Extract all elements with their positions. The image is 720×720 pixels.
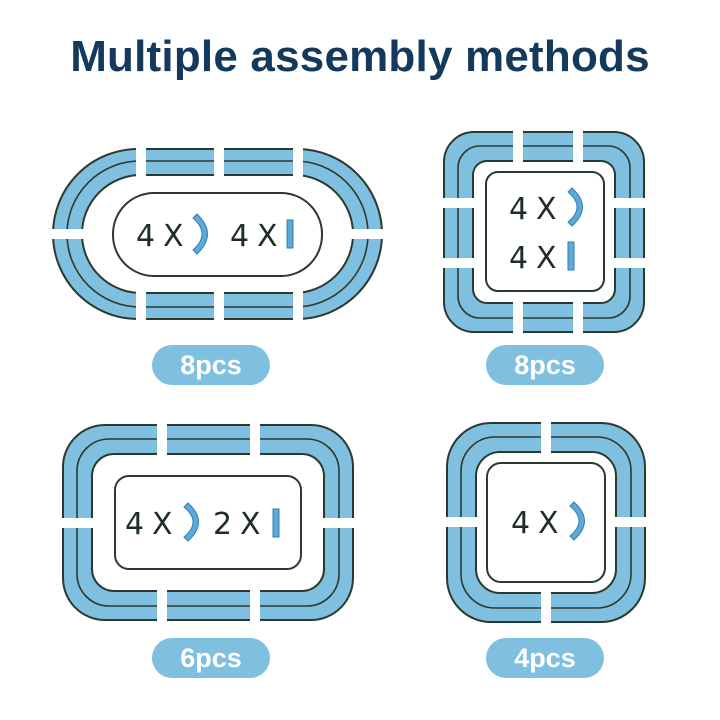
count-label: 4pcs <box>514 643 576 673</box>
straight-track-icon <box>272 508 280 538</box>
times-sign: X <box>536 192 557 227</box>
qty: 4 <box>509 241 528 276</box>
count-label: 6pcs <box>180 643 242 673</box>
qty: 4 <box>511 506 530 541</box>
layout-square: 4 X 4 X 8pcs <box>440 128 648 385</box>
part-straight: 4 X <box>230 219 294 254</box>
layout-small-square: 4 X 4pcs <box>443 419 649 678</box>
count-pill: 4pcs <box>486 638 604 678</box>
qty: 4 <box>230 219 249 254</box>
inner-panel <box>486 462 606 583</box>
times-sign: X <box>257 219 278 254</box>
curved-track-icon <box>183 502 199 542</box>
count-pill: 8pcs <box>486 345 604 385</box>
count-label: 8pcs <box>180 350 242 380</box>
count-pill: 8pcs <box>152 345 270 385</box>
qty: 2 <box>213 507 232 542</box>
part-curved: 4 X <box>136 213 208 255</box>
count-pill: 6pcs <box>152 638 270 678</box>
layout-oval: 4 X 4 X 8pcs <box>49 145 386 385</box>
qty: 4 <box>509 192 528 227</box>
part-straight: 2 X <box>213 507 280 542</box>
layout-rectangle: 4 X 2 X 6pcs <box>59 421 357 678</box>
curved-track-icon <box>192 213 208 255</box>
times-sign: X <box>152 507 173 542</box>
straight-track-icon <box>567 241 575 271</box>
page-title: Multiple assembly methods <box>70 32 650 81</box>
count-label: 8pcs <box>514 350 576 380</box>
inner-panel <box>114 475 302 570</box>
curved-track-icon <box>569 501 585 541</box>
times-sign: X <box>163 219 184 254</box>
part-curved: 4 X <box>511 501 585 541</box>
inner-panel <box>112 192 323 277</box>
curved-track-icon <box>567 187 583 227</box>
qty: 4 <box>125 507 144 542</box>
times-sign: X <box>538 506 559 541</box>
part-curved: 4 X <box>509 187 583 227</box>
times-sign: X <box>240 507 261 542</box>
straight-track-icon <box>286 219 294 249</box>
times-sign: X <box>536 241 557 276</box>
part-straight: 4 X <box>509 241 575 276</box>
qty: 4 <box>136 219 155 254</box>
part-curved: 4 X <box>125 502 199 542</box>
